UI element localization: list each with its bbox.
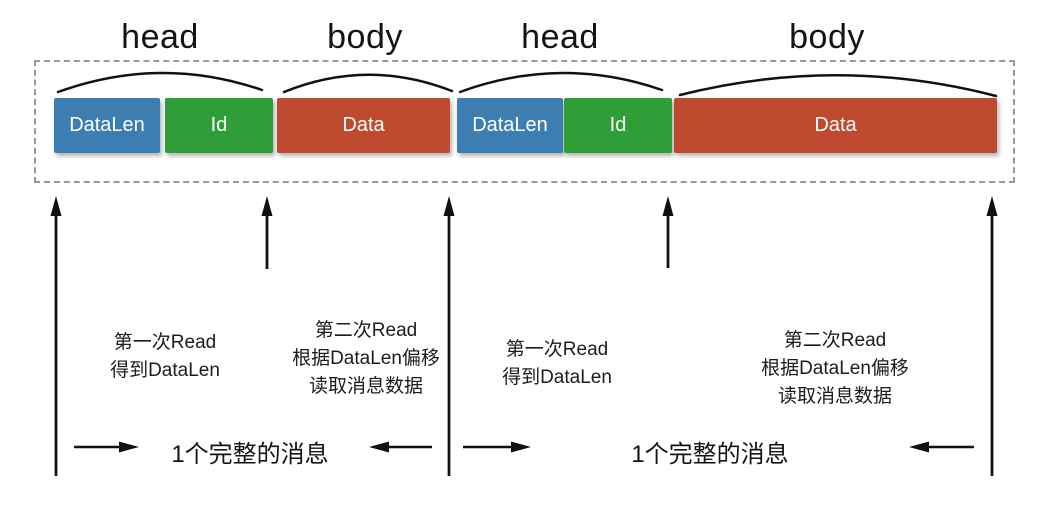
- message-span-arrow-left-1: [369, 441, 432, 453]
- block-datalen-2: DataLen: [457, 98, 563, 153]
- arrow-up-icon: [443, 196, 455, 216]
- block-id-1: Id: [165, 98, 273, 153]
- arrow-up-icon: [662, 196, 674, 216]
- annotation-line: 读取消息数据: [308, 376, 423, 397]
- section-label-head-2: head: [521, 18, 599, 56]
- read-annotation-4: 第二次Read 根据DataLen偏移 读取消息数据: [715, 327, 955, 411]
- arrow-left-icon: [369, 441, 389, 453]
- annotation-line: 得到DataLen: [110, 360, 220, 381]
- read-annotation-3: 第一次Read 得到DataLen: [437, 336, 677, 392]
- section-label-body-2: body: [789, 18, 865, 56]
- message-span-arrow-right-1: [74, 441, 139, 453]
- block-datalen-1: DataLen: [54, 98, 160, 153]
- arrow-right-icon: [511, 441, 531, 453]
- arrow-up-icon: [261, 196, 273, 216]
- annotation-line: 第二次Read: [314, 320, 418, 341]
- buffer-dashed-frame: [34, 60, 1015, 183]
- read-pointer-arrow-4: [662, 196, 674, 268]
- block-data-1: Data: [277, 98, 450, 153]
- annotation-line: 读取消息数据: [777, 386, 892, 407]
- read-pointer-arrow-2: [261, 196, 273, 269]
- annotation-line: 第一次Read: [505, 339, 609, 360]
- annotation-line: 根据DataLen偏移: [292, 348, 440, 369]
- read-pointer-arrow-5: [986, 196, 998, 476]
- annotation-line: 得到DataLen: [502, 367, 612, 388]
- arrow-right-icon: [119, 441, 139, 453]
- block-data-2: Data: [674, 98, 997, 153]
- annotation-line: 第二次Read: [783, 330, 887, 351]
- read-annotation-2: 第二次Read 根据DataLen偏移 读取消息数据: [246, 317, 486, 401]
- arrow-left-icon: [909, 441, 929, 453]
- block-id-2: Id: [564, 98, 672, 153]
- message-label-1: 1个完整的消息: [171, 441, 329, 468]
- arrow-up-icon: [50, 196, 62, 216]
- message-label-2: 1个完整的消息: [631, 441, 789, 468]
- annotation-line: 第一次Read: [113, 332, 217, 353]
- arrow-up-icon: [986, 196, 998, 216]
- message-span-arrow-left-2: [909, 441, 974, 453]
- section-label-head-1: head: [121, 18, 199, 56]
- read-annotation-1: 第一次Read 得到DataLen: [45, 329, 285, 385]
- section-label-body-1: body: [327, 18, 403, 56]
- message-span-arrow-right-2: [463, 441, 531, 453]
- annotation-line: 根据DataLen偏移: [761, 358, 909, 379]
